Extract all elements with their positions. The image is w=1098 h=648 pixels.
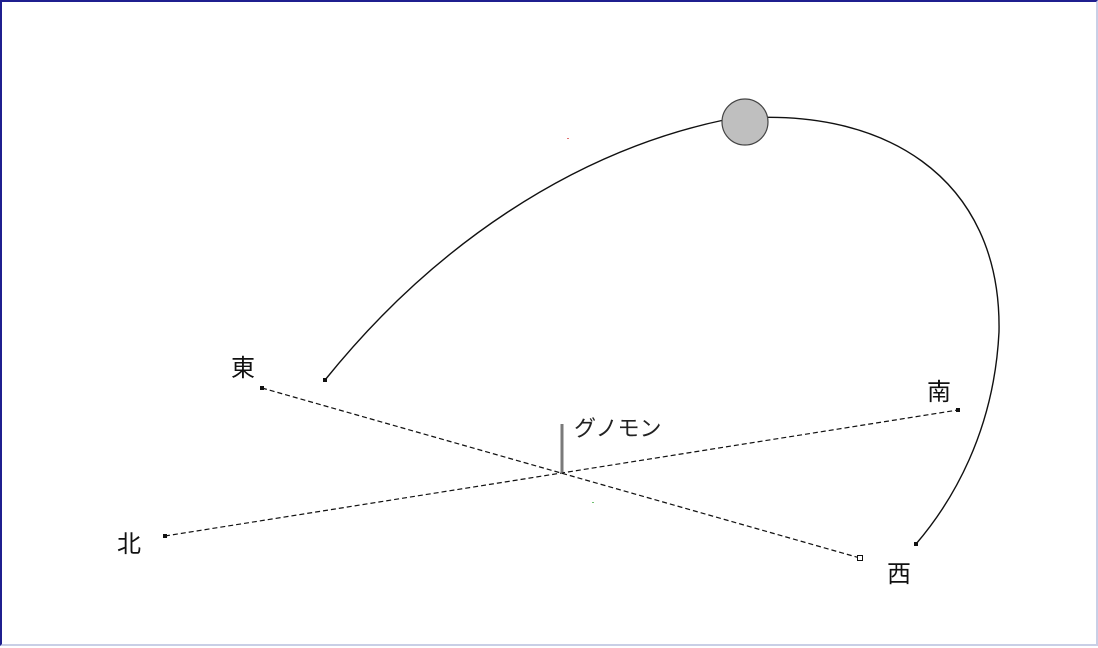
sunset-point — [914, 542, 918, 546]
west-point — [857, 555, 863, 561]
label-east: 東 — [231, 354, 255, 382]
stray-dot-green — [592, 502, 594, 503]
sun-path-arc — [324, 116, 1000, 545]
label-west: 西 — [887, 560, 911, 588]
sun-circle — [721, 98, 769, 146]
north-point — [163, 534, 167, 538]
stray-dot-red — [567, 138, 569, 139]
label-north: 北 — [117, 530, 141, 558]
south-point — [956, 408, 960, 412]
label-gnomon: グノモン — [574, 417, 662, 442]
east-point — [260, 386, 264, 390]
north-south-line — [164, 409, 959, 537]
label-south: 南 — [927, 378, 951, 406]
sunrise-point — [323, 378, 327, 382]
